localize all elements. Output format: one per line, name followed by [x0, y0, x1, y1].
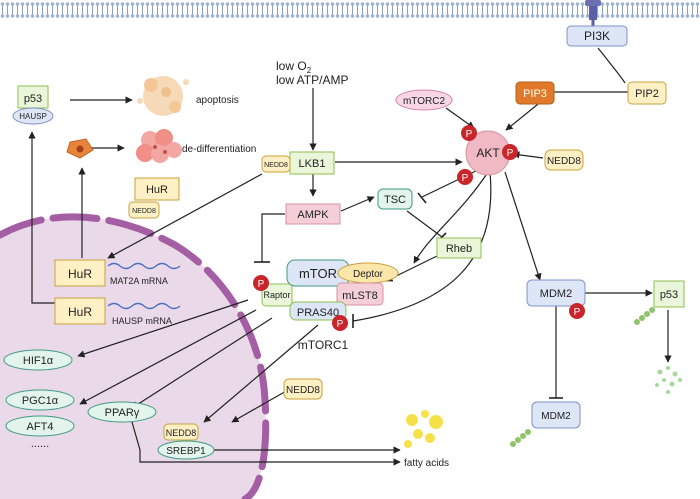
nuclear-envelope [0, 213, 270, 499]
lkb1-label: LKB1 [299, 158, 326, 170]
pip2-box [627, 81, 667, 105]
mdm2-low-label: MDM2 [541, 411, 571, 422]
hausp-mrna-strand [107, 302, 181, 310]
mtorc2-ellipse [395, 89, 453, 111]
ppar-ellipse [87, 401, 157, 423]
mdm2-phospho: P [569, 303, 585, 319]
akt-phospho-3-label: P [462, 173, 469, 184]
srebp1-label: SREBP1 [166, 446, 206, 457]
akt-phospho-2: P [502, 144, 518, 160]
p53-left-label: p53 [24, 93, 42, 105]
pras40-box [289, 301, 347, 321]
hur-float-box [134, 177, 180, 201]
deptor-label: Deptor [353, 269, 384, 280]
hur-hausp-label: HuR [68, 305, 92, 319]
nedd8-lkb1-box [261, 155, 291, 173]
nedd8-lkb1-label: NEDD8 [264, 162, 288, 169]
ubiquitin-chain-mdm2 [510, 429, 531, 447]
dedifferentiation-label: de-differentiation [182, 144, 256, 155]
pgc1a-label: PGC1α [22, 395, 59, 407]
apoptotic-cell-icon [137, 76, 189, 116]
hur-float-label: HuR [146, 184, 168, 196]
plasma-membrane [0, 0, 700, 22]
pras40-phospho-label: P [337, 319, 344, 330]
pgc1a-ellipse [5, 389, 75, 411]
pras40-phospho: P [332, 315, 348, 331]
akt-phospho-2-label: P [507, 148, 514, 159]
akt-phospho-3: P [457, 169, 473, 185]
akt-label: AKT [476, 146, 500, 160]
rheb-box [436, 237, 482, 259]
nedd8-srebp-label: NEDD8 [166, 428, 197, 438]
pip3-label: PIP3 [523, 88, 547, 100]
mtor-label: mTOR [299, 266, 337, 281]
dedifferentiated-cells-icon [136, 129, 182, 163]
hif1a-label: HIF1α [23, 355, 54, 367]
tsc-box [377, 188, 413, 210]
differentiated-cell-icon [66, 138, 94, 159]
hausp-mrna-label: HAUSP mRNA [112, 316, 172, 326]
p53-right-box [653, 280, 685, 308]
nedd8-akt-label: NEDD8 [547, 156, 581, 167]
pip3-box [515, 81, 555, 105]
akt-phospho-1-label: P [466, 129, 473, 140]
apoptosis-label: apoptosis [196, 95, 239, 106]
rheb-label: Rheb [446, 243, 472, 255]
pi3k-label: PI3K [584, 29, 610, 43]
nedd8-mid-label: NEDD8 [286, 385, 320, 396]
mtorc1-label: mTORC1 [298, 338, 349, 352]
hausp-label: HAUSP [19, 112, 47, 121]
nedd8-mid-box [283, 378, 323, 400]
low-o2-text: low O2 [276, 59, 312, 75]
mdm2-box [526, 279, 586, 307]
aft4-ellipse [5, 415, 75, 437]
mlst8-label: mLST8 [342, 290, 377, 302]
degraded-p53-icon [655, 366, 682, 394]
hur-hausp-box [54, 297, 106, 325]
nedd8-akt-box [544, 149, 584, 171]
tsc-label: TSC [384, 194, 406, 206]
pip2-label: PIP2 [635, 88, 659, 100]
aft4-label: AFT4 [27, 421, 54, 433]
mat2a-mrna-label: MAT2A mRNA [110, 276, 168, 286]
nedd8-srebp-box [163, 423, 199, 441]
ampk-label: AMPK [297, 209, 329, 221]
ppar-label: PPARγ [105, 407, 140, 419]
hausp-ellipse [12, 107, 54, 125]
o2-subscript: 2 [307, 66, 312, 75]
mdm2-phospho-label: P [574, 307, 581, 318]
fatty-acids-label: fatty acids [404, 458, 449, 469]
nedd8-hur-box [128, 201, 160, 219]
pras40-label: PRAS40 [297, 307, 339, 319]
mat2a-mrna-strand [107, 262, 181, 270]
raptor-phospho: P [253, 275, 269, 291]
ubiquitin-chain-p53 [634, 307, 655, 325]
mlst8-box [336, 282, 384, 306]
mtorc2-label: mTORC2 [403, 96, 445, 107]
hur-mat2a-box [54, 259, 106, 287]
more-factors-ellipsis: ...... [31, 438, 49, 450]
raptor-box [261, 283, 293, 307]
hif1a-ellipse [3, 349, 73, 371]
akt-phospho-1: P [461, 125, 477, 141]
low-atp-amp-text: low ATP/AMP [276, 73, 348, 87]
nedd8-hur-label: NEDD8 [132, 208, 156, 215]
p53-right-label: p53 [660, 289, 678, 301]
pi3k-box [566, 25, 628, 47]
srebp1-ellipse [157, 440, 215, 460]
ampk-box [285, 203, 341, 225]
mtorc1-complex: mTOR Deptor Raptor mLST8 PRAS40 P P [253, 259, 399, 331]
hur-mat2a-label: HuR [68, 267, 92, 281]
raptor-label: Raptor [263, 290, 290, 300]
raptor-phospho-label: P [258, 279, 265, 290]
mdm2-label: MDM2 [540, 288, 572, 300]
fatty-acid-droplets-icon [404, 410, 443, 448]
mdm2-low-box [531, 401, 581, 429]
